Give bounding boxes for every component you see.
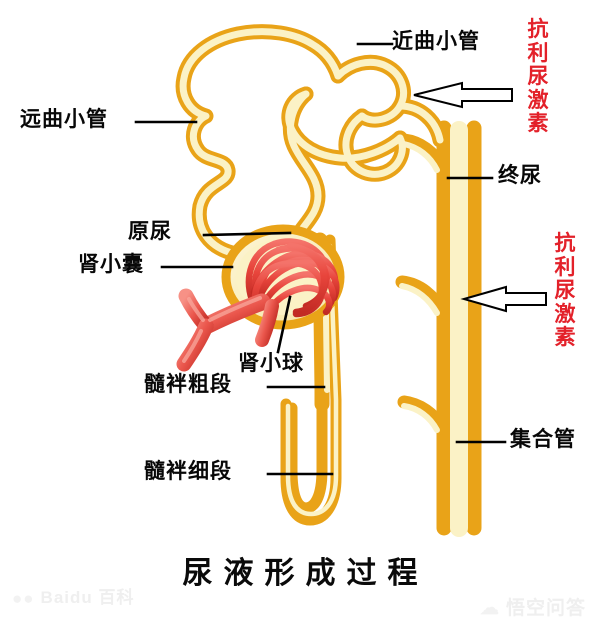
adh-arrow-upper	[413, 81, 513, 109]
label-collecting-duct: 集合管	[510, 427, 576, 451]
baidu-paw-icon: ●●	[12, 588, 35, 608]
figure-title: 尿液形成过程	[182, 557, 429, 590]
arterioles	[176, 288, 279, 372]
label-bowmans-capsule: 肾小囊	[78, 252, 144, 276]
adh-upper-char-4: 激	[527, 87, 549, 112]
adh-upper-char-1: 抗	[527, 17, 549, 41]
label-final-urine: 终尿	[498, 163, 542, 187]
watermark-wukong-wenda: ☁悟空问答	[480, 593, 586, 620]
adh-arrow-lower	[460, 285, 547, 313]
leader-primary-urine	[202, 231, 292, 237]
label-thick-loop-segment: 髓袢粗段	[144, 372, 232, 396]
adh-upper-char-5: 素	[527, 111, 549, 136]
label-primary-urine: 原尿	[128, 219, 172, 243]
adh-lower-char-1: 抗	[554, 231, 576, 255]
watermark-right-text: 悟空问答	[505, 598, 586, 619]
glomerulus-capillaries	[245, 238, 340, 318]
adh-upper-char-2: 利	[527, 40, 549, 65]
adh-upper-char-3: 尿	[527, 64, 549, 89]
adh-lower-char-5: 素	[554, 325, 576, 350]
label-thin-loop-segment: 髓袢细段	[144, 459, 232, 483]
label-distal-convoluted-tubule: 远曲小管	[20, 107, 108, 131]
wukong-cloud-icon: ☁	[479, 598, 500, 620]
adh-lower-char-2: 利	[554, 254, 576, 279]
watermark-baidu-baike: ●● Baidu 百科	[12, 583, 135, 609]
leader-lines	[134, 42, 507, 476]
label-proximal-convoluted-tubule: 近曲小管	[392, 29, 480, 53]
adh-arrows	[413, 81, 547, 313]
adh-lower-char-4: 激	[554, 301, 576, 326]
leader-glomerulus	[276, 295, 292, 354]
watermark-left-text: Baidu 百科	[40, 588, 135, 607]
adh-lower-char-3: 尿	[554, 278, 576, 303]
annotation-adh-upper: 抗 利 尿 激 素	[526, 17, 550, 136]
label-glomerulus: 肾小球	[238, 351, 304, 375]
annotation-adh-lower: 抗 利 尿 激 素	[553, 231, 577, 350]
